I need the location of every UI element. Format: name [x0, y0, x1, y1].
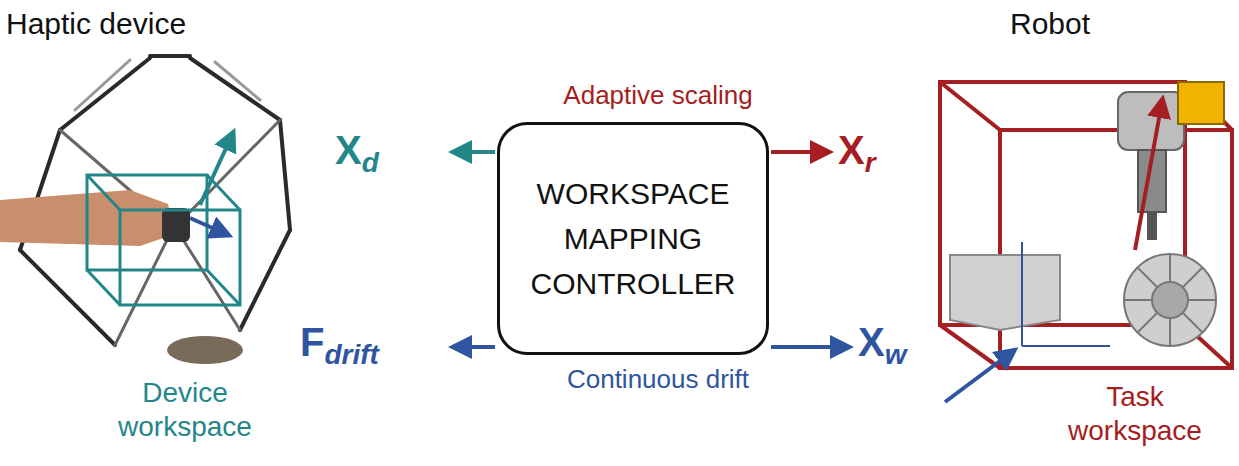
- device-base: [167, 336, 243, 364]
- subscript: drift: [324, 339, 378, 370]
- drift-arrow: [945, 352, 1012, 402]
- output-arrow: [456, 150, 495, 154]
- signal-label: Xd: [335, 126, 445, 180]
- tool-axis-arrow: [1135, 102, 1162, 250]
- signal-label: Xr: [838, 126, 948, 180]
- controller-box: WORKSPACE MAPPING CONTROLLER: [497, 122, 769, 355]
- symbol: X: [858, 320, 885, 364]
- symbol: F: [300, 320, 324, 364]
- device-handle: [162, 208, 190, 242]
- signal-label: Fdrift: [300, 318, 450, 372]
- turbine-blisk: [1124, 254, 1216, 346]
- spindle: [1118, 82, 1224, 240]
- task-workspace-cube: [940, 82, 1232, 368]
- device-title: Haptic device: [6, 6, 306, 42]
- drift-label: Continuous drift: [508, 364, 808, 395]
- subscript: w: [885, 339, 907, 370]
- subscript: r: [865, 147, 876, 178]
- symbol: X: [838, 128, 865, 172]
- workspace-label: Task workspace: [1050, 380, 1220, 447]
- drift-arrow: [190, 218, 226, 234]
- robot-title: Robot: [1010, 6, 1210, 42]
- box-text: WORKSPACE MAPPING CONTROLLER: [527, 171, 739, 306]
- output-arrow: [771, 150, 826, 154]
- task-frame-axes: [1022, 242, 1110, 346]
- output-arrow: [456, 345, 495, 349]
- device-axis-arrow: [200, 135, 232, 205]
- fixture: [950, 255, 1060, 330]
- workspace-label: Device workspace: [100, 376, 270, 443]
- symbol: X: [335, 128, 362, 172]
- output-arrow: [771, 345, 846, 349]
- scaling-label: Adaptive scaling: [508, 80, 808, 111]
- subscript: d: [362, 147, 379, 178]
- device-workspace-cube: [87, 175, 240, 305]
- signal-label: Xw: [858, 318, 968, 372]
